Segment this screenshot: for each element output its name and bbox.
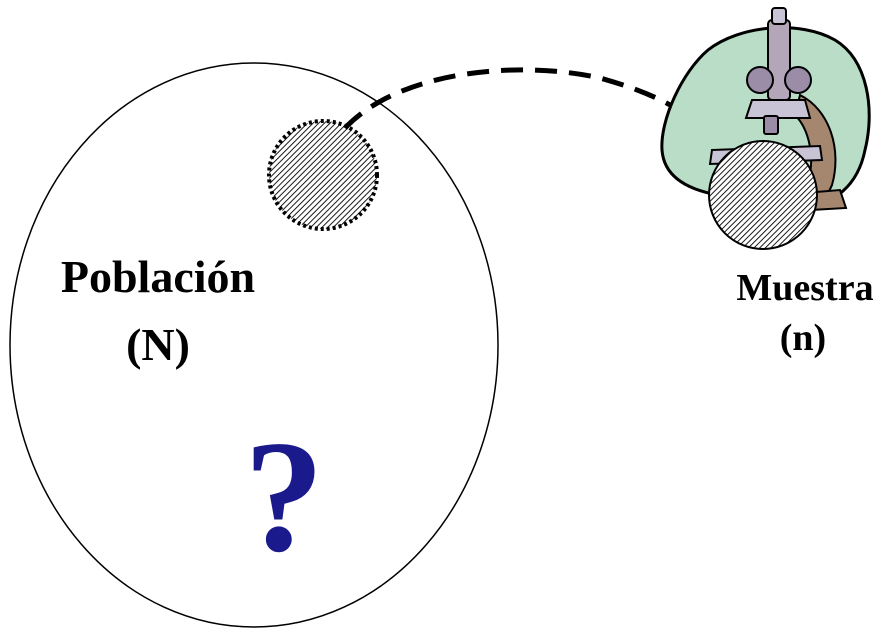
sample-symbol: (n) bbox=[780, 317, 826, 359]
sample-title: Muestra bbox=[736, 267, 873, 309]
microscope-eyepiece bbox=[771, 7, 787, 25]
unknown-question-mark: ? bbox=[244, 407, 324, 585]
microscope-knob-left bbox=[746, 66, 774, 94]
population-title: Población bbox=[61, 251, 255, 302]
microscope-knob-right bbox=[784, 66, 812, 94]
sample-circle bbox=[708, 140, 818, 250]
microscope-objectives bbox=[744, 99, 812, 119]
population-symbol: (N) bbox=[126, 319, 190, 370]
population-subset-circle bbox=[267, 119, 379, 231]
microscope-icon bbox=[660, 7, 871, 214]
population-ellipse bbox=[9, 62, 499, 628]
microscope-objective-lens bbox=[763, 115, 779, 135]
